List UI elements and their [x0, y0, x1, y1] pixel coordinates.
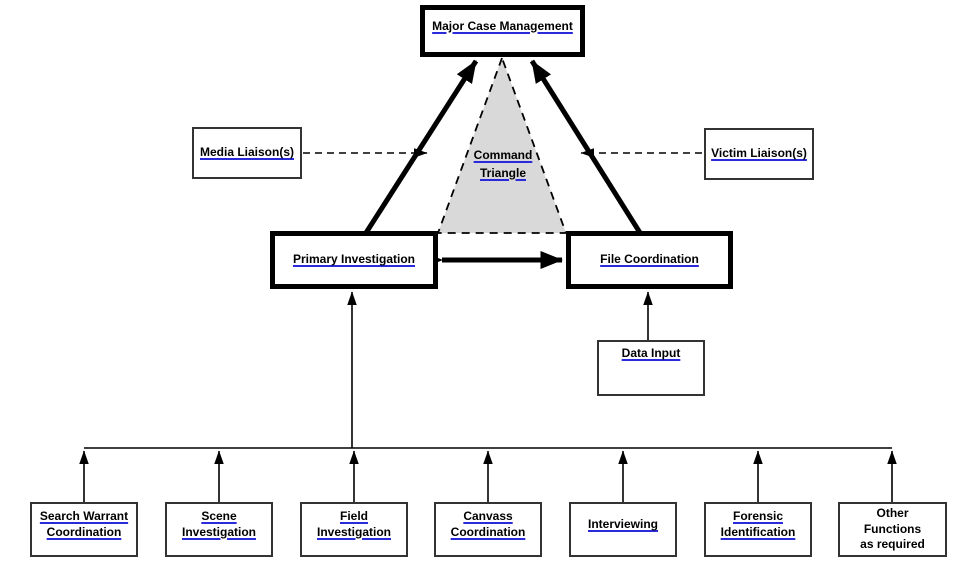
command-triangle-shape [436, 55, 568, 234]
node-field-investigation: Field Investigation [300, 502, 408, 557]
victim-liaison-link[interactable]: Victim Liaison(s) [711, 146, 807, 161]
node-forensic-identification: Forensic Identification [704, 502, 812, 557]
interviewing-link[interactable]: Interviewing [587, 517, 658, 532]
primary-investigation-link[interactable]: Primary Investigation [292, 252, 416, 267]
file-coordination-link[interactable]: File Coordination [600, 252, 699, 267]
scene-investigation-link[interactable]: Scene Investigation [181, 509, 256, 539]
other-functions-label: Other Functions as required [860, 506, 925, 552]
node-other-functions: Other Functions as required [838, 502, 947, 557]
field-investigation-link[interactable]: Field Investigation [316, 509, 391, 539]
node-media-liaison: Media Liaison(s) [192, 127, 302, 179]
node-victim-liaison: Victim Liaison(s) [704, 128, 814, 180]
node-primary-investigation: Primary Investigation [270, 231, 438, 289]
node-data-input: Data Input [597, 340, 705, 396]
canvass-coordination-link[interactable]: Canvass Coordination [450, 509, 526, 539]
command-triangle-label-wrap: Command Triangle [443, 146, 563, 182]
node-scene-investigation: Scene Investigation [165, 502, 273, 557]
data-input-link[interactable]: Data Input [621, 346, 681, 360]
search-warrant-coordination-link[interactable]: Search Warrant Coordination [39, 509, 129, 539]
major-case-management-link[interactable]: Major Case Management [432, 18, 573, 33]
node-major-case-management: Major Case Management [420, 5, 585, 57]
node-interviewing: Interviewing [569, 502, 677, 557]
command-triangle-link[interactable]: Command Triangle [473, 148, 533, 180]
media-liaison-link[interactable]: Media Liaison(s) [199, 145, 294, 160]
forensic-identification-link[interactable]: Forensic Identification [720, 509, 796, 539]
node-canvass-coordination: Canvass Coordination [434, 502, 542, 557]
node-search-warrant-coordination: Search Warrant Coordination [30, 502, 138, 557]
node-file-coordination: File Coordination [566, 231, 733, 289]
